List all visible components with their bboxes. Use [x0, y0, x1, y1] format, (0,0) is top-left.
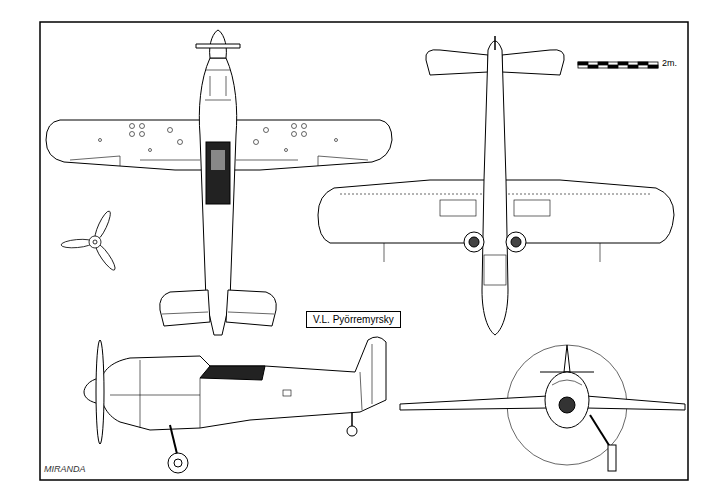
frame-border [40, 22, 688, 480]
side-view [283, 390, 291, 396]
bottom-view [511, 237, 521, 247]
top-view [226, 290, 276, 326]
scale-bar [608, 65, 618, 68]
top-view [160, 290, 210, 326]
front-view [400, 345, 685, 471]
top-view [130, 124, 135, 129]
bottom-view [484, 255, 506, 285]
top-view [292, 132, 297, 137]
side-view [174, 459, 182, 467]
bottom-view [426, 50, 488, 75]
bottom-view [440, 200, 476, 216]
top-view [99, 139, 102, 142]
top-view [302, 132, 307, 137]
aircraft-name: V.L. Pyörremyrsky [313, 313, 394, 326]
side-view [110, 344, 372, 428]
bottom-view [469, 237, 479, 247]
front-view [400, 396, 548, 410]
scale-bar [628, 65, 638, 68]
scale-bar [648, 65, 658, 68]
top-view [302, 124, 307, 129]
propeller-view [61, 209, 118, 272]
side-view [168, 453, 188, 473]
bottom-view [502, 50, 564, 75]
bottom-view [506, 232, 526, 252]
front-view [564, 345, 570, 372]
propeller-view [93, 240, 97, 244]
top-view [335, 139, 338, 142]
scale-label: 2m. [662, 58, 677, 68]
bottom-view [384, 243, 600, 262]
scale-bar [638, 62, 648, 65]
title-box: V.L. Pyörremyrsky [306, 311, 401, 328]
side-view [100, 337, 386, 430]
top-view [140, 124, 145, 129]
top-view [264, 128, 269, 133]
top-view [211, 150, 225, 170]
side-view [96, 340, 104, 444]
top-view [99, 124, 338, 152]
side-view [84, 337, 386, 473]
bottom-view [482, 41, 508, 335]
top-view [130, 132, 135, 137]
scale-bar [578, 62, 588, 65]
scale-bar [598, 62, 608, 65]
scale-bar [588, 65, 598, 68]
scale-bar [578, 62, 658, 68]
propeller-view [89, 236, 101, 248]
bottom-view [318, 36, 674, 335]
front-view [552, 380, 582, 385]
top-view [285, 149, 288, 152]
side-view [347, 426, 357, 436]
propeller-view [61, 238, 94, 249]
scale-bar [578, 62, 658, 68]
bottom-view [494, 36, 496, 50]
bottom-view [514, 200, 550, 216]
top-view [205, 70, 231, 100]
top-view [292, 124, 297, 129]
top-view [196, 44, 240, 48]
top-view [168, 128, 173, 133]
top-view [254, 140, 259, 145]
front-view [608, 445, 616, 471]
top-view [149, 149, 152, 152]
front-view [545, 372, 589, 428]
top-view [46, 30, 392, 335]
front-view [586, 396, 685, 410]
front-view [559, 397, 575, 413]
signature: MIRANDA [44, 464, 86, 474]
top-view [206, 142, 230, 204]
side-view [200, 366, 265, 380]
scale-bar [618, 62, 628, 65]
top-view [140, 132, 145, 137]
top-view [178, 140, 183, 145]
bottom-view [464, 232, 484, 252]
top-view [162, 312, 274, 314]
